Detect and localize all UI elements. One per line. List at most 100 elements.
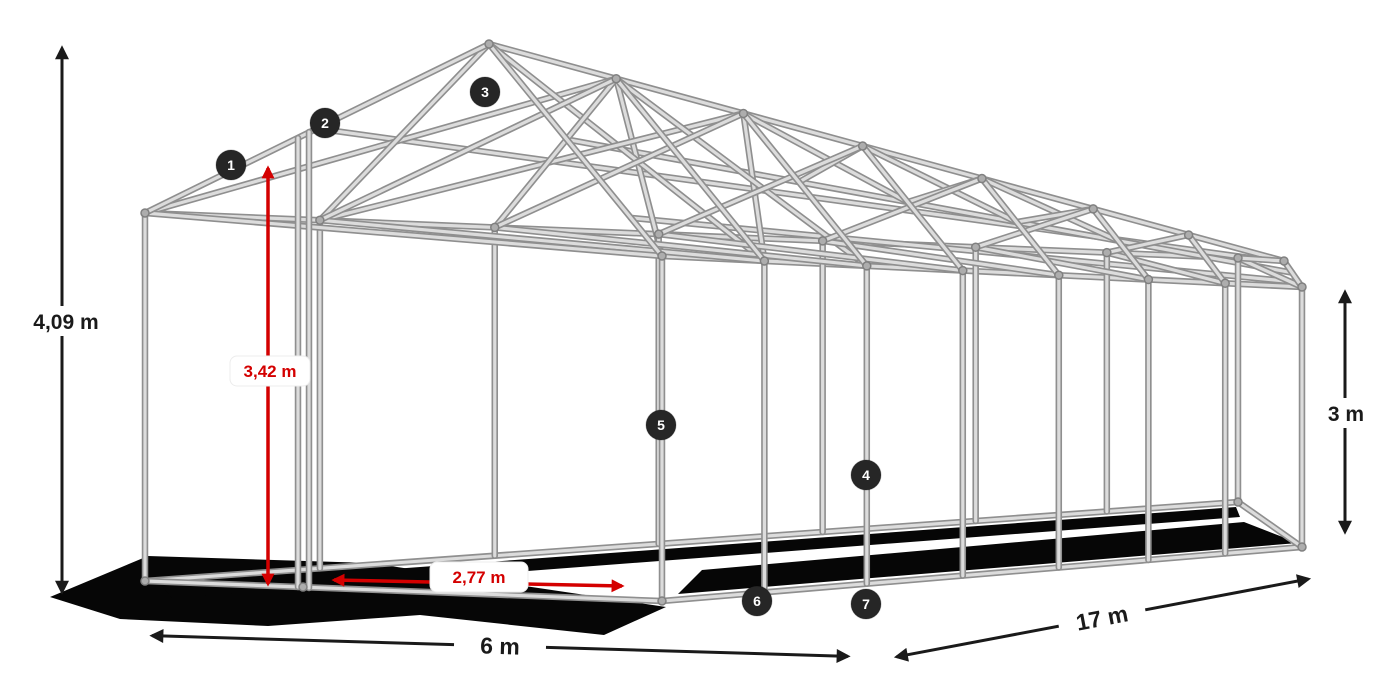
frame-tube — [493, 225, 869, 268]
frame-tube — [657, 232, 965, 273]
dimension-inner-height-label: 3,42 m — [244, 362, 297, 381]
dimension-inner-height-label-bg — [229, 355, 311, 387]
frame-tube — [821, 176, 984, 243]
frame-tube — [1282, 259, 1304, 289]
frame-connector — [958, 265, 968, 276]
marker-4-circle — [850, 459, 882, 491]
frame-connector — [977, 173, 987, 184]
frame-tube — [980, 176, 1120, 243]
frame-tube — [487, 42, 767, 263]
frame-connector — [1279, 256, 1289, 266]
marker-7-circle — [850, 588, 882, 620]
frame-connector — [298, 582, 308, 592]
marker-5-circle — [645, 409, 677, 441]
dimension-inner-height: 3,42 m — [229, 165, 311, 587]
frame-connector — [1297, 282, 1307, 292]
frame-tube — [1236, 256, 1304, 289]
dimension-width-label: 6 m — [480, 632, 520, 659]
marker-7[interactable]: 7 — [850, 588, 882, 620]
marker-1-number: 1 — [227, 157, 235, 173]
frame-tube — [493, 111, 746, 229]
marker-3[interactable]: 3 — [469, 76, 501, 108]
marker-4-number: 4 — [862, 467, 870, 483]
frame-connector — [857, 141, 868, 151]
frame-connector — [1143, 274, 1154, 285]
dimension-total-height-label-bg — [16, 306, 116, 336]
frame-tube — [614, 77, 664, 258]
marker-3-number: 3 — [481, 84, 489, 100]
frame-tube — [974, 207, 1095, 249]
marker-3-circle — [469, 76, 501, 108]
frame-tube — [487, 42, 1286, 263]
dimension-total-height-label: 4,09 m — [33, 311, 98, 334]
frame-connector — [140, 208, 150, 218]
dimension-length: 17 m — [893, 574, 1312, 662]
shadow-floor-right — [678, 522, 1298, 594]
frame-tube — [1091, 207, 1151, 282]
frame-connector — [490, 222, 500, 233]
frame-connector — [140, 576, 150, 586]
frame-tube — [318, 111, 746, 222]
frame-connector — [1183, 230, 1194, 240]
frame-connector — [738, 108, 749, 119]
frame-connector — [1088, 204, 1098, 214]
frame-tube — [1236, 500, 1304, 549]
frame-tube — [741, 111, 869, 268]
dimension-bay-spacing: 2,77 m — [331, 561, 625, 593]
frame-tube — [318, 218, 767, 263]
frame-tube — [487, 42, 664, 258]
frame-connector — [1102, 247, 1112, 258]
frame-connector — [657, 251, 667, 261]
frame-connector — [759, 256, 770, 266]
dimension-bay-spacing-label-bg — [429, 561, 529, 593]
frame-connector — [1297, 542, 1307, 552]
frame-connector — [1054, 270, 1064, 280]
frame-tube — [657, 144, 865, 236]
frame-connector — [1233, 253, 1243, 263]
frame-tube — [974, 245, 1151, 282]
frame-connector — [1233, 497, 1243, 507]
marker-5-number: 5 — [657, 417, 665, 433]
frame-connector — [970, 242, 981, 252]
dimension-side-wall-height: 3 m — [1316, 289, 1376, 535]
dimension-bay-spacing-label: 2,77 m — [453, 568, 506, 587]
marker-2-number: 2 — [321, 115, 329, 131]
frame-tube — [614, 77, 767, 263]
frame-connector — [862, 261, 872, 271]
dimension-side-wall-height-label: 3 m — [1328, 403, 1364, 426]
marker-2[interactable]: 2 — [309, 107, 341, 139]
tent-frame-structure — [140, 39, 1307, 606]
dimension-side-wall-height-label-bg — [1316, 398, 1376, 428]
marker-4[interactable]: 4 — [850, 459, 882, 491]
frame-tube — [821, 239, 1061, 277]
marker-1-circle — [215, 149, 247, 181]
frame-connector — [484, 39, 494, 49]
dimension-total-height: 4,09 m — [16, 45, 116, 595]
marker-5[interactable]: 5 — [645, 409, 677, 441]
frame-tube — [318, 42, 491, 222]
frame-tube — [1105, 251, 1227, 285]
frame-tube — [861, 144, 965, 273]
frame-tube — [318, 77, 618, 222]
marker-1[interactable]: 1 — [215, 149, 247, 181]
frame-tube — [741, 111, 910, 204]
marker-6[interactable]: 6 — [741, 585, 773, 617]
marker-7-number: 7 — [862, 596, 870, 612]
frame-tube — [1186, 233, 1227, 285]
dimension-annotations: 4,09 m 3,42 m 2,77 m 3 m 6 m 17 m — [16, 45, 1376, 664]
frame-tube — [1105, 233, 1191, 255]
dimension-length-label-bg — [1055, 592, 1149, 642]
frame-connector — [817, 236, 828, 246]
part-markers: 1 2 3 4 5 6 7 — [215, 76, 882, 620]
marker-6-circle — [741, 585, 773, 617]
dimension-width-label-bg — [453, 626, 547, 664]
frame-connector — [1220, 278, 1230, 289]
frame-tube — [741, 111, 767, 263]
frame-tube — [614, 77, 869, 268]
frame-tube — [1236, 256, 1286, 263]
frame-connector — [653, 229, 664, 239]
marker-2-circle — [309, 107, 341, 139]
dimension-width: 6 m — [149, 626, 851, 664]
